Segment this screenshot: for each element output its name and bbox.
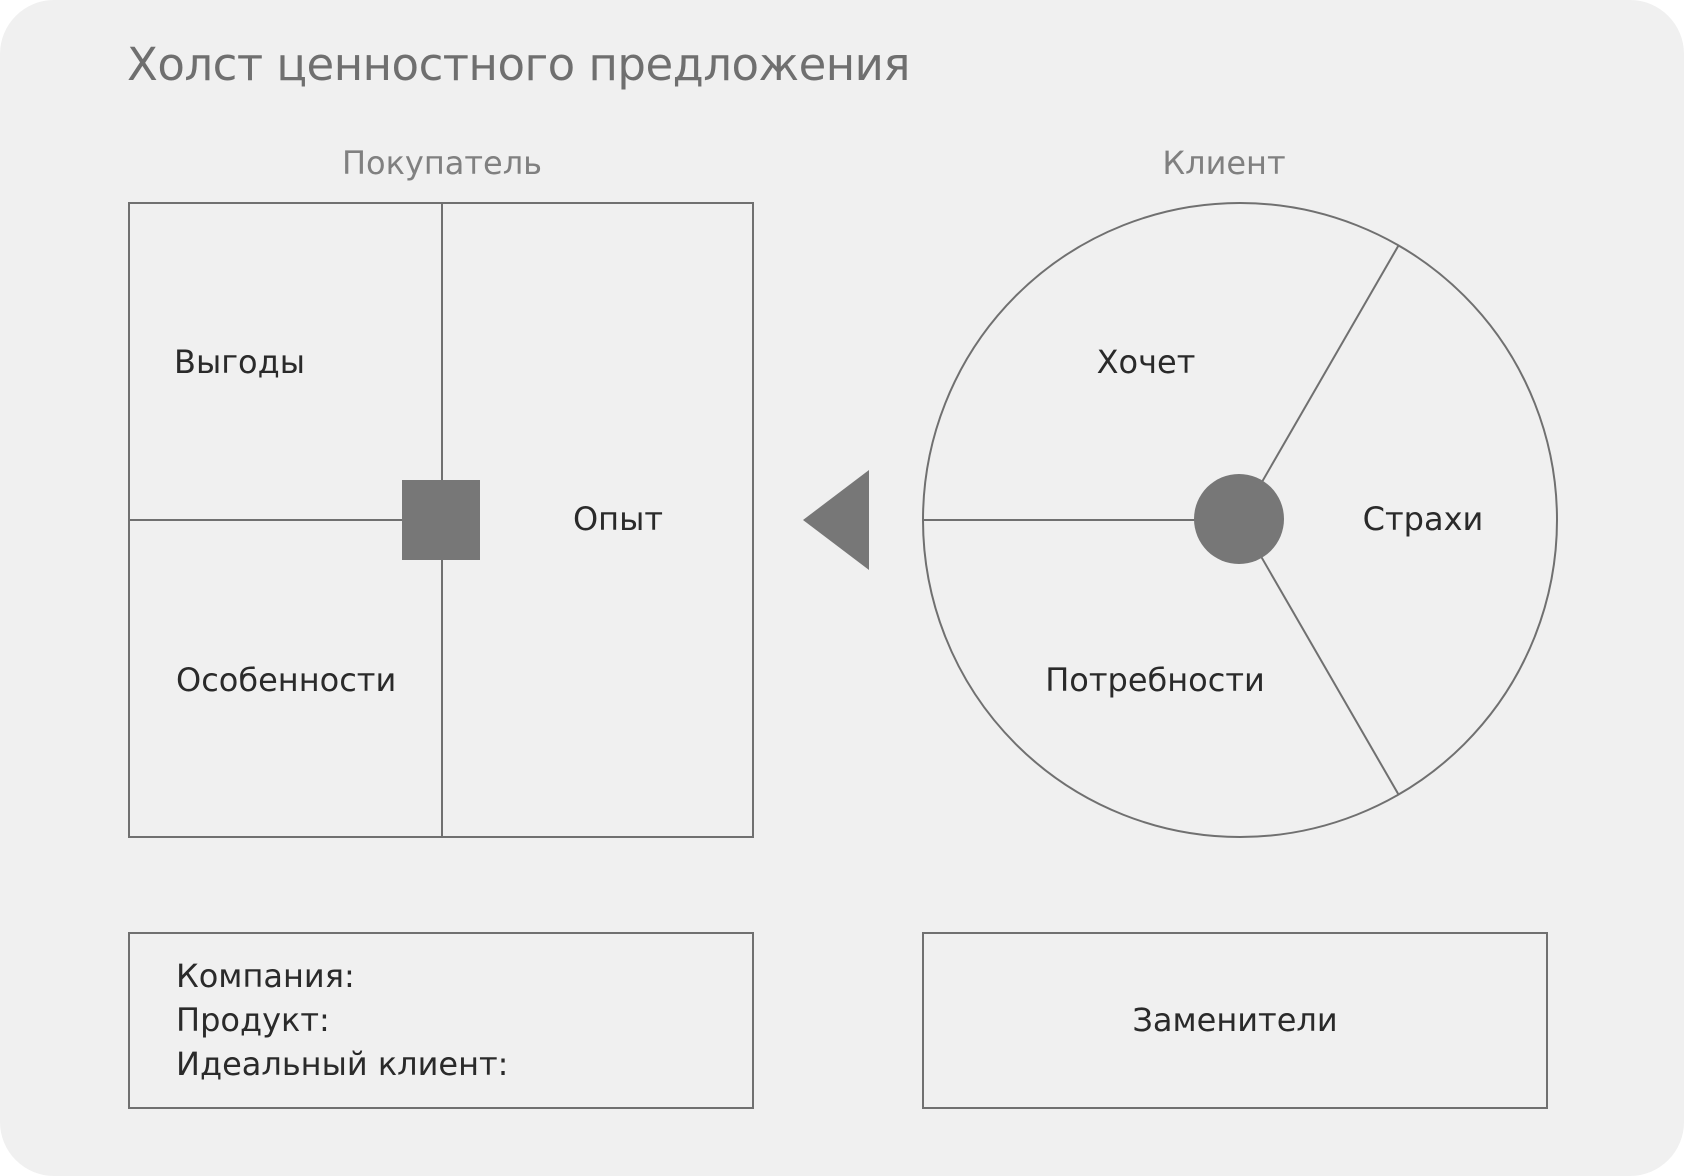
client-divider-upper (1239, 244, 1400, 521)
fears-label: Страхи (1362, 500, 1484, 538)
ideal-client-label: Идеальный клиент: (176, 1045, 509, 1083)
triangle-arrow-icon (803, 470, 869, 570)
benefits-label: Выгоды (174, 343, 305, 381)
wants-label: Хочет (1096, 343, 1196, 381)
client-heading: Клиент (1162, 144, 1286, 182)
features-label: Особенности (176, 661, 397, 699)
buyer-center-square-icon (402, 480, 480, 560)
substitutes-label: Заменители (1132, 1001, 1338, 1039)
product-label: Продукт: (176, 1001, 330, 1039)
client-divider-lower (1239, 519, 1400, 796)
needs-label: Потребности (1045, 661, 1265, 699)
experience-label: Опыт (572, 500, 664, 538)
company-label: Компания: (176, 957, 355, 995)
substitutes-box (922, 932, 1548, 1109)
client-center-circle-icon (1194, 474, 1284, 564)
info-lines: Компания: Продукт: Идеальный клиент: (176, 954, 508, 1086)
buyer-heading: Покупатель (341, 144, 543, 182)
page-title: Холст ценностного предложения (127, 38, 911, 91)
info-box (128, 932, 754, 1109)
